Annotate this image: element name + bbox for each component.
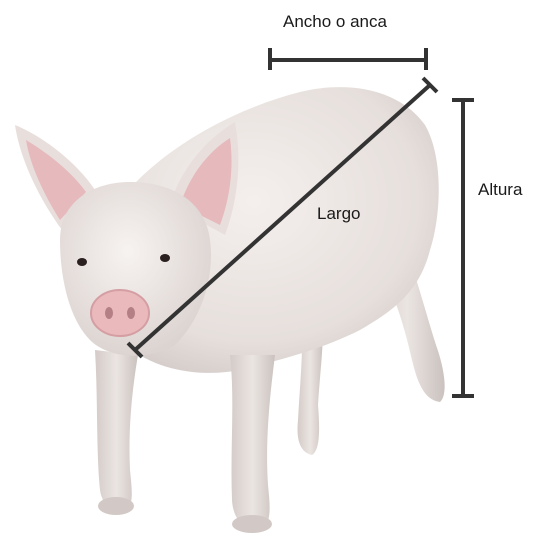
altura-label: Altura [478,180,522,200]
ancho-measure-line [270,48,426,70]
pig-front-legs [95,350,275,533]
largo-label: Largo [317,204,360,224]
pig-snout [91,290,149,336]
ancho-label: Ancho o anca [283,12,387,32]
altura-measure-line [452,100,474,396]
